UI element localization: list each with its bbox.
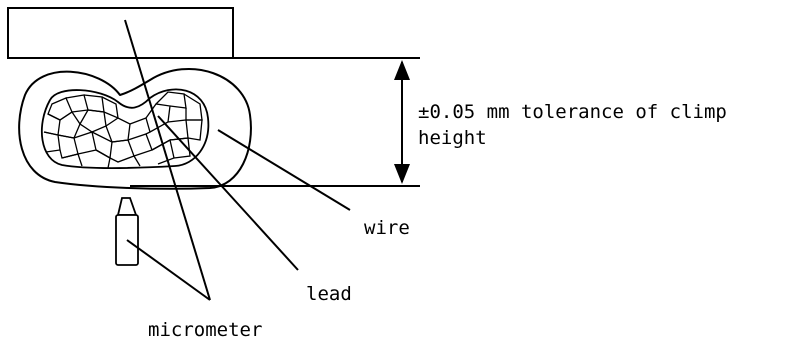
dimension-arrow-up: [394, 60, 410, 80]
micrometer-anvil: [7, 7, 234, 59]
micrometer-leader-upper: [124, 19, 211, 301]
lead-label: lead: [306, 283, 352, 305]
micrometer-label: micrometer: [148, 319, 262, 341]
micrometer-spindle: [115, 197, 139, 266]
dimension-arrow-down: [394, 164, 410, 184]
wire-leader: [217, 129, 351, 211]
tolerance-label-line2: height: [418, 127, 487, 149]
wire-strand-region: [40, 88, 210, 170]
wire-strands: [43, 91, 203, 169]
micrometer-leader-lower: [126, 239, 211, 301]
tolerance-label-line1: ±0.05 mm tolerance of climp: [418, 101, 727, 123]
wire-label: wire: [364, 217, 410, 239]
lead-leader: [157, 115, 299, 271]
